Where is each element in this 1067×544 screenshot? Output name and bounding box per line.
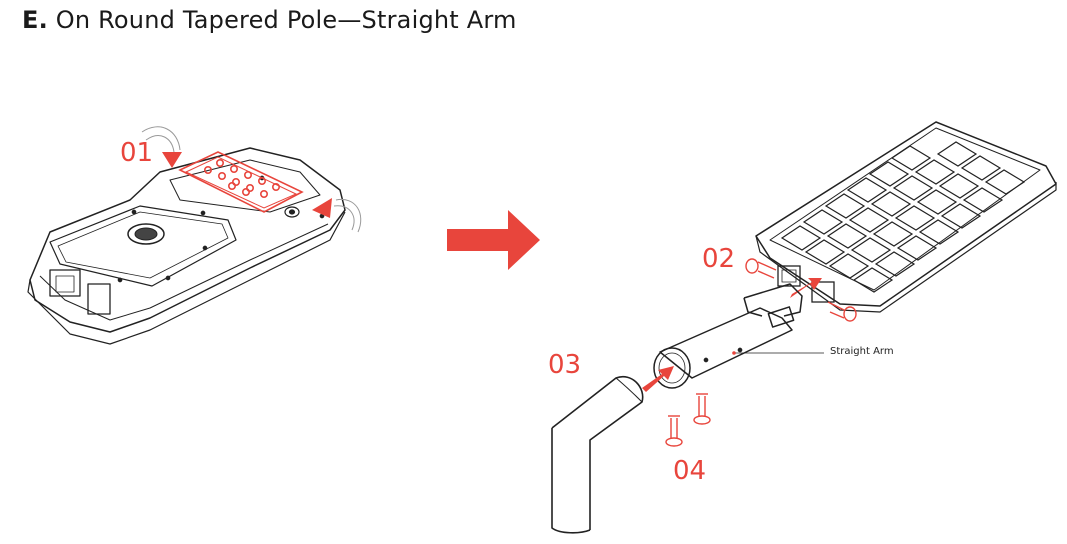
step-label-04: 04: [673, 456, 707, 486]
step-label-02: 02: [702, 244, 736, 274]
set-screws-04: [665, 393, 711, 447]
proceed-arrow: [447, 210, 540, 270]
rotate-arrow-left-head: [162, 152, 182, 168]
section-title: On Round Tapered Pole—Straight Arm: [55, 6, 517, 34]
solar-panel-fixture: [755, 121, 1057, 313]
solar-cells: [780, 141, 1026, 293]
section-letter: E.: [22, 6, 48, 34]
battery-pack-highlight: [178, 151, 304, 213]
fixture-brackets: [777, 265, 835, 303]
rotate-arrow-right-head: [312, 198, 332, 218]
fixture-underside: [27, 147, 346, 345]
step-label-01: 01: [120, 138, 154, 168]
rotate-arrow-right: [333, 198, 362, 233]
diagram-title: E. On Round Tapered Pole—Straight Arm: [22, 6, 517, 34]
step-label-03: 03: [548, 350, 582, 380]
rotate-arrow-left: [141, 126, 181, 153]
bolt-arrow-02: [790, 278, 822, 298]
lock-knob: [284, 206, 300, 218]
mounting-bolts-02: [745, 258, 857, 322]
callout-straight-arm: Straight Arm: [830, 346, 894, 357]
tapered-pole: [551, 375, 644, 534]
straight-arm: [653, 283, 803, 389]
insert-arrow-03: [642, 366, 674, 392]
